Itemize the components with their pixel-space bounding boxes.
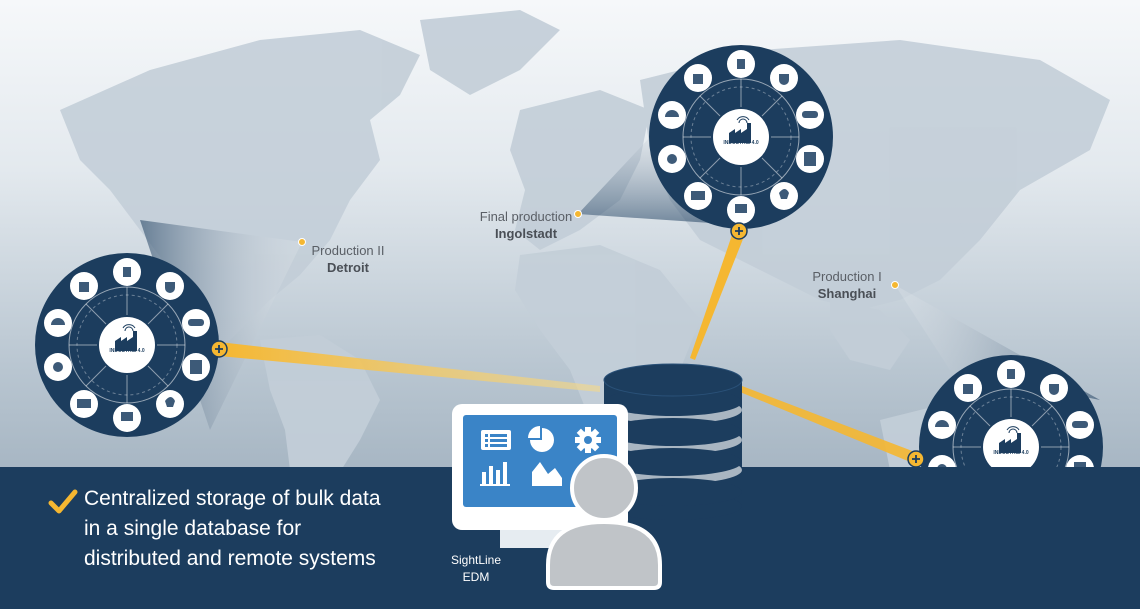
claim-text: Centralized storage of bulk data in a si… <box>84 484 381 574</box>
checkmark-icon <box>48 489 78 514</box>
edm-label-line-2: EDM <box>462 570 490 584</box>
expand-button-detroit[interactable] <box>210 340 228 358</box>
location-label-ingolstadt: Final production Ingolstadt <box>470 208 582 242</box>
continent-europe <box>510 90 650 250</box>
connector-ingolstadt <box>690 232 745 360</box>
claim-block: Centralized storage of bulk data in a si… <box>48 484 381 574</box>
location-label-shanghai: Production I Shanghai <box>804 268 890 302</box>
plus-icon <box>215 345 223 353</box>
continent-japan <box>935 205 965 270</box>
location-city: Detroit <box>327 260 369 275</box>
area-chart-icon <box>532 462 562 486</box>
list-icon <box>481 430 511 450</box>
continent-greenland <box>420 10 560 95</box>
marker-detroit[interactable] <box>298 238 306 246</box>
location-label-detroit: Production II Detroit <box>300 242 396 276</box>
claim-line-2: in a single database for <box>84 517 302 540</box>
bar-chart-icon <box>480 462 510 486</box>
location-city: Ingolstadt <box>494 226 558 241</box>
plus-icon <box>912 455 920 463</box>
gear-icon[interactable] <box>575 427 601 453</box>
user-icon <box>546 454 662 590</box>
claim-line-1: Centralized storage of bulk data <box>84 487 381 510</box>
connector-shanghai <box>740 386 920 466</box>
edm-label-line-1: SightLine <box>450 553 502 567</box>
continent-southeast-asia <box>830 300 910 370</box>
marker-shanghai[interactable] <box>891 281 899 289</box>
hub-label-ingolstadt: INDUSTRIE 4.0 <box>723 140 759 146</box>
location-role: Final production <box>479 209 573 224</box>
hub-label-detroit: INDUSTRIE 4.0 <box>109 348 145 354</box>
marker-ingolstadt[interactable] <box>574 210 582 218</box>
hub-label-shanghai: INDUSTRIE 4.0 <box>993 450 1029 456</box>
pie-chart-icon <box>528 426 554 452</box>
edm-label: SightLine EDM <box>446 552 506 586</box>
location-city: Shanghai <box>817 286 877 301</box>
claim-line-3: distributed and remote systems <box>84 547 376 570</box>
connector-detroit <box>219 342 600 392</box>
location-role: Production I <box>812 269 882 284</box>
expand-button-ingolstadt[interactable] <box>730 222 748 240</box>
location-role: Production II <box>311 243 385 258</box>
continent-south-america <box>260 335 380 500</box>
continent-north-america <box>60 30 420 355</box>
plus-icon <box>735 227 743 235</box>
